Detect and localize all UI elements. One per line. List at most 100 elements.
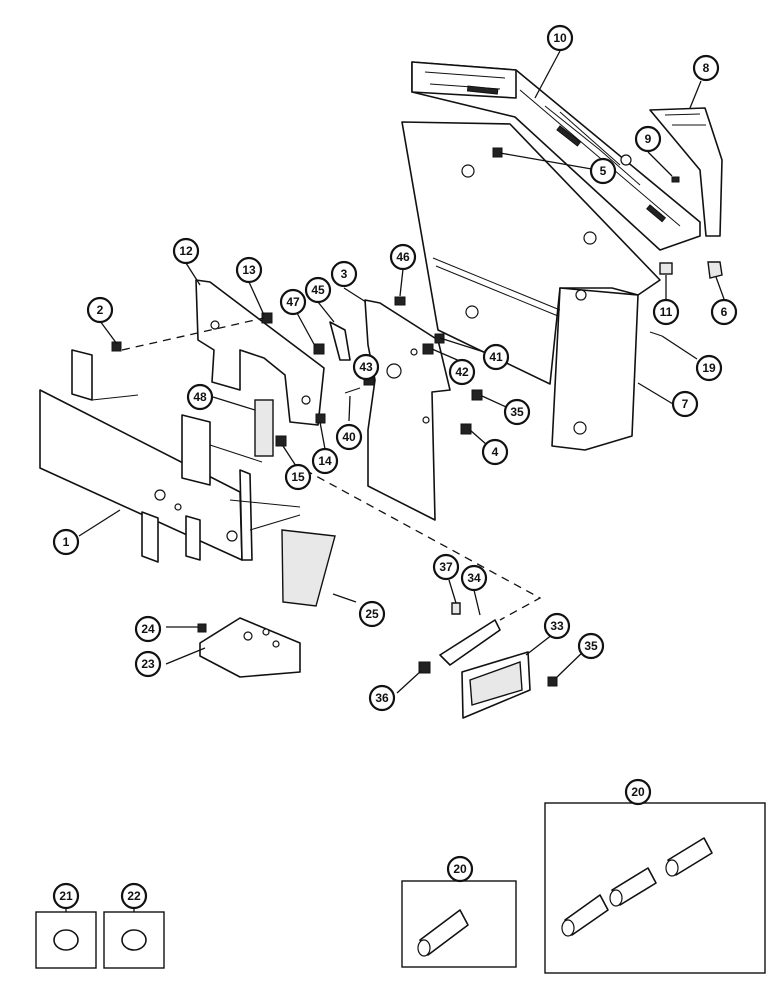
callout: 12 — [172, 237, 200, 265]
part-bracket-34 — [439, 619, 501, 666]
svg-text:11: 11 — [660, 305, 673, 319]
callout: 15 — [284, 463, 312, 491]
callout: 3 — [330, 260, 358, 288]
callout: 45 — [304, 276, 332, 304]
callout: 14 — [311, 447, 339, 475]
part-bolt-2 — [111, 341, 122, 352]
svg-text:40: 40 — [342, 430, 356, 444]
callout: 9 — [634, 125, 662, 153]
part-bracket-6 — [707, 261, 723, 279]
callout: 6 — [710, 298, 738, 326]
svg-text:48: 48 — [193, 390, 207, 404]
part-plate-3 — [364, 299, 451, 521]
svg-text:47: 47 — [286, 295, 300, 309]
svg-text:23: 23 — [141, 657, 155, 671]
svg-text:8: 8 — [703, 61, 710, 75]
svg-text:41: 41 — [489, 350, 503, 364]
svg-text:21: 21 — [59, 889, 73, 903]
callout: 21 — [52, 882, 80, 910]
callout: 37 — [432, 553, 460, 581]
callout: 34 — [460, 564, 488, 592]
svg-text:15: 15 — [291, 470, 305, 484]
svg-text:34: 34 — [467, 571, 481, 585]
svg-text:1: 1 — [63, 535, 70, 549]
svg-text:12: 12 — [179, 244, 193, 258]
svg-text:20: 20 — [453, 862, 467, 876]
part-nut-15 — [275, 435, 287, 447]
callout: 20 — [624, 778, 652, 806]
svg-text:22: 22 — [127, 889, 141, 903]
callout: 36 — [368, 684, 396, 712]
part-bracket-45 — [329, 321, 351, 361]
callout: 7 — [671, 390, 699, 418]
part-base-frame — [39, 349, 301, 563]
callout: 1 — [52, 528, 80, 556]
part-plate-12 — [195, 279, 325, 426]
callout: 23 — [134, 650, 162, 678]
part-tube-kit-large — [561, 837, 713, 937]
part-side-panel — [401, 121, 661, 451]
part-nut-47 — [313, 343, 325, 355]
callout: 43 — [352, 353, 380, 381]
part-cover-cap — [649, 107, 723, 237]
callout: 24 — [134, 615, 162, 643]
part-block-33 — [461, 651, 531, 719]
svg-text:20: 20 — [631, 785, 645, 799]
callout: 35 — [577, 632, 605, 660]
part-stud-40 — [344, 387, 361, 394]
callout: 33 — [543, 612, 571, 640]
callout: 11 — [652, 298, 680, 326]
callout: 2 — [86, 296, 114, 324]
alignment-line — [304, 469, 542, 621]
callout: 41 — [482, 343, 510, 371]
part-plug-22 — [121, 929, 147, 951]
part-bolt-14 — [315, 413, 326, 424]
callout: 5 — [589, 157, 617, 185]
part-nut-36 — [418, 661, 431, 674]
svg-text:14: 14 — [318, 454, 332, 468]
svg-text:35: 35 — [584, 639, 598, 653]
svg-text:6: 6 — [721, 305, 728, 319]
svg-text:43: 43 — [359, 360, 373, 374]
svg-text:46: 46 — [396, 250, 410, 264]
alignment-line — [121, 317, 265, 351]
svg-text:45: 45 — [311, 283, 325, 297]
callout: 40 — [335, 423, 363, 451]
callout: 46 — [389, 243, 417, 271]
svg-text:4: 4 — [492, 445, 499, 459]
part-clip-9 — [671, 176, 680, 183]
svg-text:13: 13 — [242, 263, 256, 277]
svg-text:2: 2 — [97, 303, 104, 317]
svg-text:3: 3 — [341, 267, 348, 281]
svg-text:5: 5 — [600, 164, 607, 178]
part-pad-48 — [254, 399, 274, 457]
svg-text:35: 35 — [510, 405, 524, 419]
part-tube-kit-small — [417, 909, 469, 957]
kit-box-20-large — [544, 802, 766, 974]
callout: 47 — [279, 288, 307, 316]
callout: 22 — [120, 882, 148, 910]
callout: 20 — [446, 855, 474, 883]
svg-text:37: 37 — [439, 560, 453, 574]
svg-text:19: 19 — [702, 361, 716, 375]
part-bolt-46 — [394, 296, 406, 306]
part-foam-25 — [281, 529, 336, 607]
part-bolt-4 — [460, 423, 472, 435]
svg-text:25: 25 — [365, 607, 379, 621]
callout: 48 — [186, 383, 214, 411]
part-console-bar — [411, 61, 701, 251]
callout: 4 — [481, 438, 509, 466]
callout: 8 — [692, 54, 720, 82]
svg-text:7: 7 — [682, 397, 689, 411]
svg-text:9: 9 — [645, 132, 652, 146]
callout: 13 — [235, 256, 263, 284]
callout: 25 — [358, 600, 386, 628]
part-screw-24 — [197, 623, 207, 633]
svg-text:42: 42 — [455, 365, 469, 379]
part-plate-23 — [199, 617, 301, 678]
part-screw-19 — [649, 331, 663, 337]
part-bolt-35b — [547, 676, 558, 687]
svg-text:24: 24 — [141, 622, 155, 636]
part-nut-37 — [451, 602, 461, 615]
